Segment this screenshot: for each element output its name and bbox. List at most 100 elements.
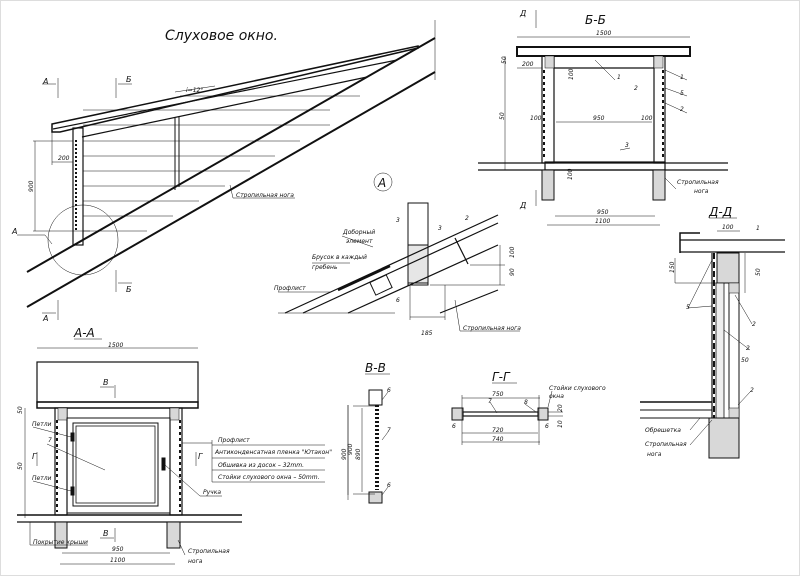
dim-50b: 50 [499,112,506,120]
posts-label-2: окна [549,393,564,400]
posts-label-1: Стойки слухового [549,385,606,392]
slope-label: i=12° [186,87,203,94]
detail-ref: А [11,227,17,236]
dim-50a: 50 [501,56,508,64]
handle-label: Ручка [203,489,221,496]
detail-a-marker: А [377,176,386,190]
callout-2a: 2 [752,321,756,328]
callout-1b: 1 [680,74,684,81]
callout-3a: 3 [396,217,400,224]
dim-750: 750 [492,391,504,398]
hinge-label-2: Петли [32,475,52,482]
callout-6a: 6 [452,423,456,430]
callout-7: 7 [387,427,391,434]
dim-900: 900 [28,180,35,192]
layer-label-posts: Стойки слухового окна – 50mm. [218,474,320,481]
dim-200: 200 [58,155,70,162]
hinge-label-1: Петли [32,421,52,428]
dim-100b: 100 [530,115,542,122]
callout-5: 5 [680,90,684,97]
dim-720: 720 [492,427,504,434]
dim-90: 90 [509,268,516,276]
rafter-label-2: нога [188,558,203,565]
brusok-label-1: Брусок в каждый [312,254,367,261]
section-gg: Г-Г 750 7 8 Стойки слухового окна 6 6 72… [451,370,606,445]
dim-50b: 50 [741,357,749,364]
callout-2: 2 [465,215,469,222]
dim-100a: 100 [568,68,575,80]
callout-7: 7 [48,437,52,444]
dim-1500: 1500 [596,30,611,37]
section-bb-geometry [478,10,728,226]
callout-3b: 3 [438,225,442,232]
detail-a: А 3 3 2 6 Доборный [274,172,521,337]
section-title: Д-Д [708,205,732,219]
dim-740: 740 [492,436,504,443]
layer-label-proflist: Профлист [218,437,250,444]
dim-100: 100 [509,246,516,258]
section-gg-geometry [451,390,563,445]
callout-8: 8 [524,399,528,406]
rafter-label-1: Стропильная [188,548,230,555]
detail-a-geometry [278,202,520,332]
detail-circle [47,204,119,276]
rafter-label-2: нога [694,188,709,195]
callout-6b: 6 [545,423,549,430]
dim-20: 20 [557,404,564,412]
section-vv-geometry [347,389,389,504]
section-title: В-В [365,361,386,375]
dormer-roof [51,45,419,138]
rafter-label-1: Стропильная [677,179,719,186]
rafter-label-1: Стропильная [645,441,687,448]
dobor-label-2: элемент [346,238,373,245]
section-dd: Д-Д [640,205,785,459]
dim-200: 200 [522,61,534,68]
dim-1100: 1100 [110,557,125,564]
cut-g-left: Г [32,452,37,461]
dim-1100: 1100 [595,218,610,225]
layer-label-boards: Обшивка из досок – 32mm. [218,462,304,469]
cut-a-bottom: А [42,314,48,323]
dim-10: 10 [557,420,564,428]
dim-950: 950 [593,115,605,122]
dim-150: 150 [669,261,676,273]
proflist-label: Профлист [274,285,306,292]
dim-950: 950 [112,546,124,553]
section-title: Г-Г [492,370,511,384]
callout-5: 5 [686,304,690,311]
dim-890: 890 [355,448,362,460]
callout-7: 7 [488,398,492,405]
section-title: Б-Б [585,13,606,27]
section-bb: Б-Б Д Д [478,9,728,226]
dim-50a: 50 [755,268,762,276]
rafter-label: Стропильная нога [463,325,521,332]
callout-2b: 2 [746,345,750,352]
dobor-label-1: Доборный [342,229,375,236]
cut-v-top: В [103,378,109,387]
dim-900: 900 [347,443,354,455]
cut-v-bottom: В [103,529,109,538]
dims [17,78,295,320]
rafter-label: Стропильная нога [236,192,294,199]
callout-2c: 2 [750,387,754,394]
cut-d-bottom: Д [519,201,526,210]
cut-g-right: Г [198,452,203,461]
obreshetka-label: Обрешетка [645,427,681,434]
roof-cover-label: Покрытие крыши [33,539,88,546]
brusok-label-2: гребень [312,264,338,271]
section-title: А-А [73,326,95,340]
dim-100d: 100 [567,168,574,180]
side-view: А Б А Б А i=12° 200 900 Стропильная нога [11,20,436,323]
front-post [72,127,84,246]
cut-b-bottom: Б [126,285,132,294]
section-vv: В-В 6 7 6 900 890 [341,361,391,504]
callout-2b: 2 [680,106,684,113]
callout-6a: 6 [387,387,391,394]
callout-6b: 6 [387,482,391,489]
dim-1500: 1500 [108,342,123,349]
section-aa: А-А [17,326,354,565]
drawing-title: Слуховое окно. [165,28,278,44]
cut-b-top: Б [126,75,132,84]
dim-50b: 50 [17,462,24,470]
